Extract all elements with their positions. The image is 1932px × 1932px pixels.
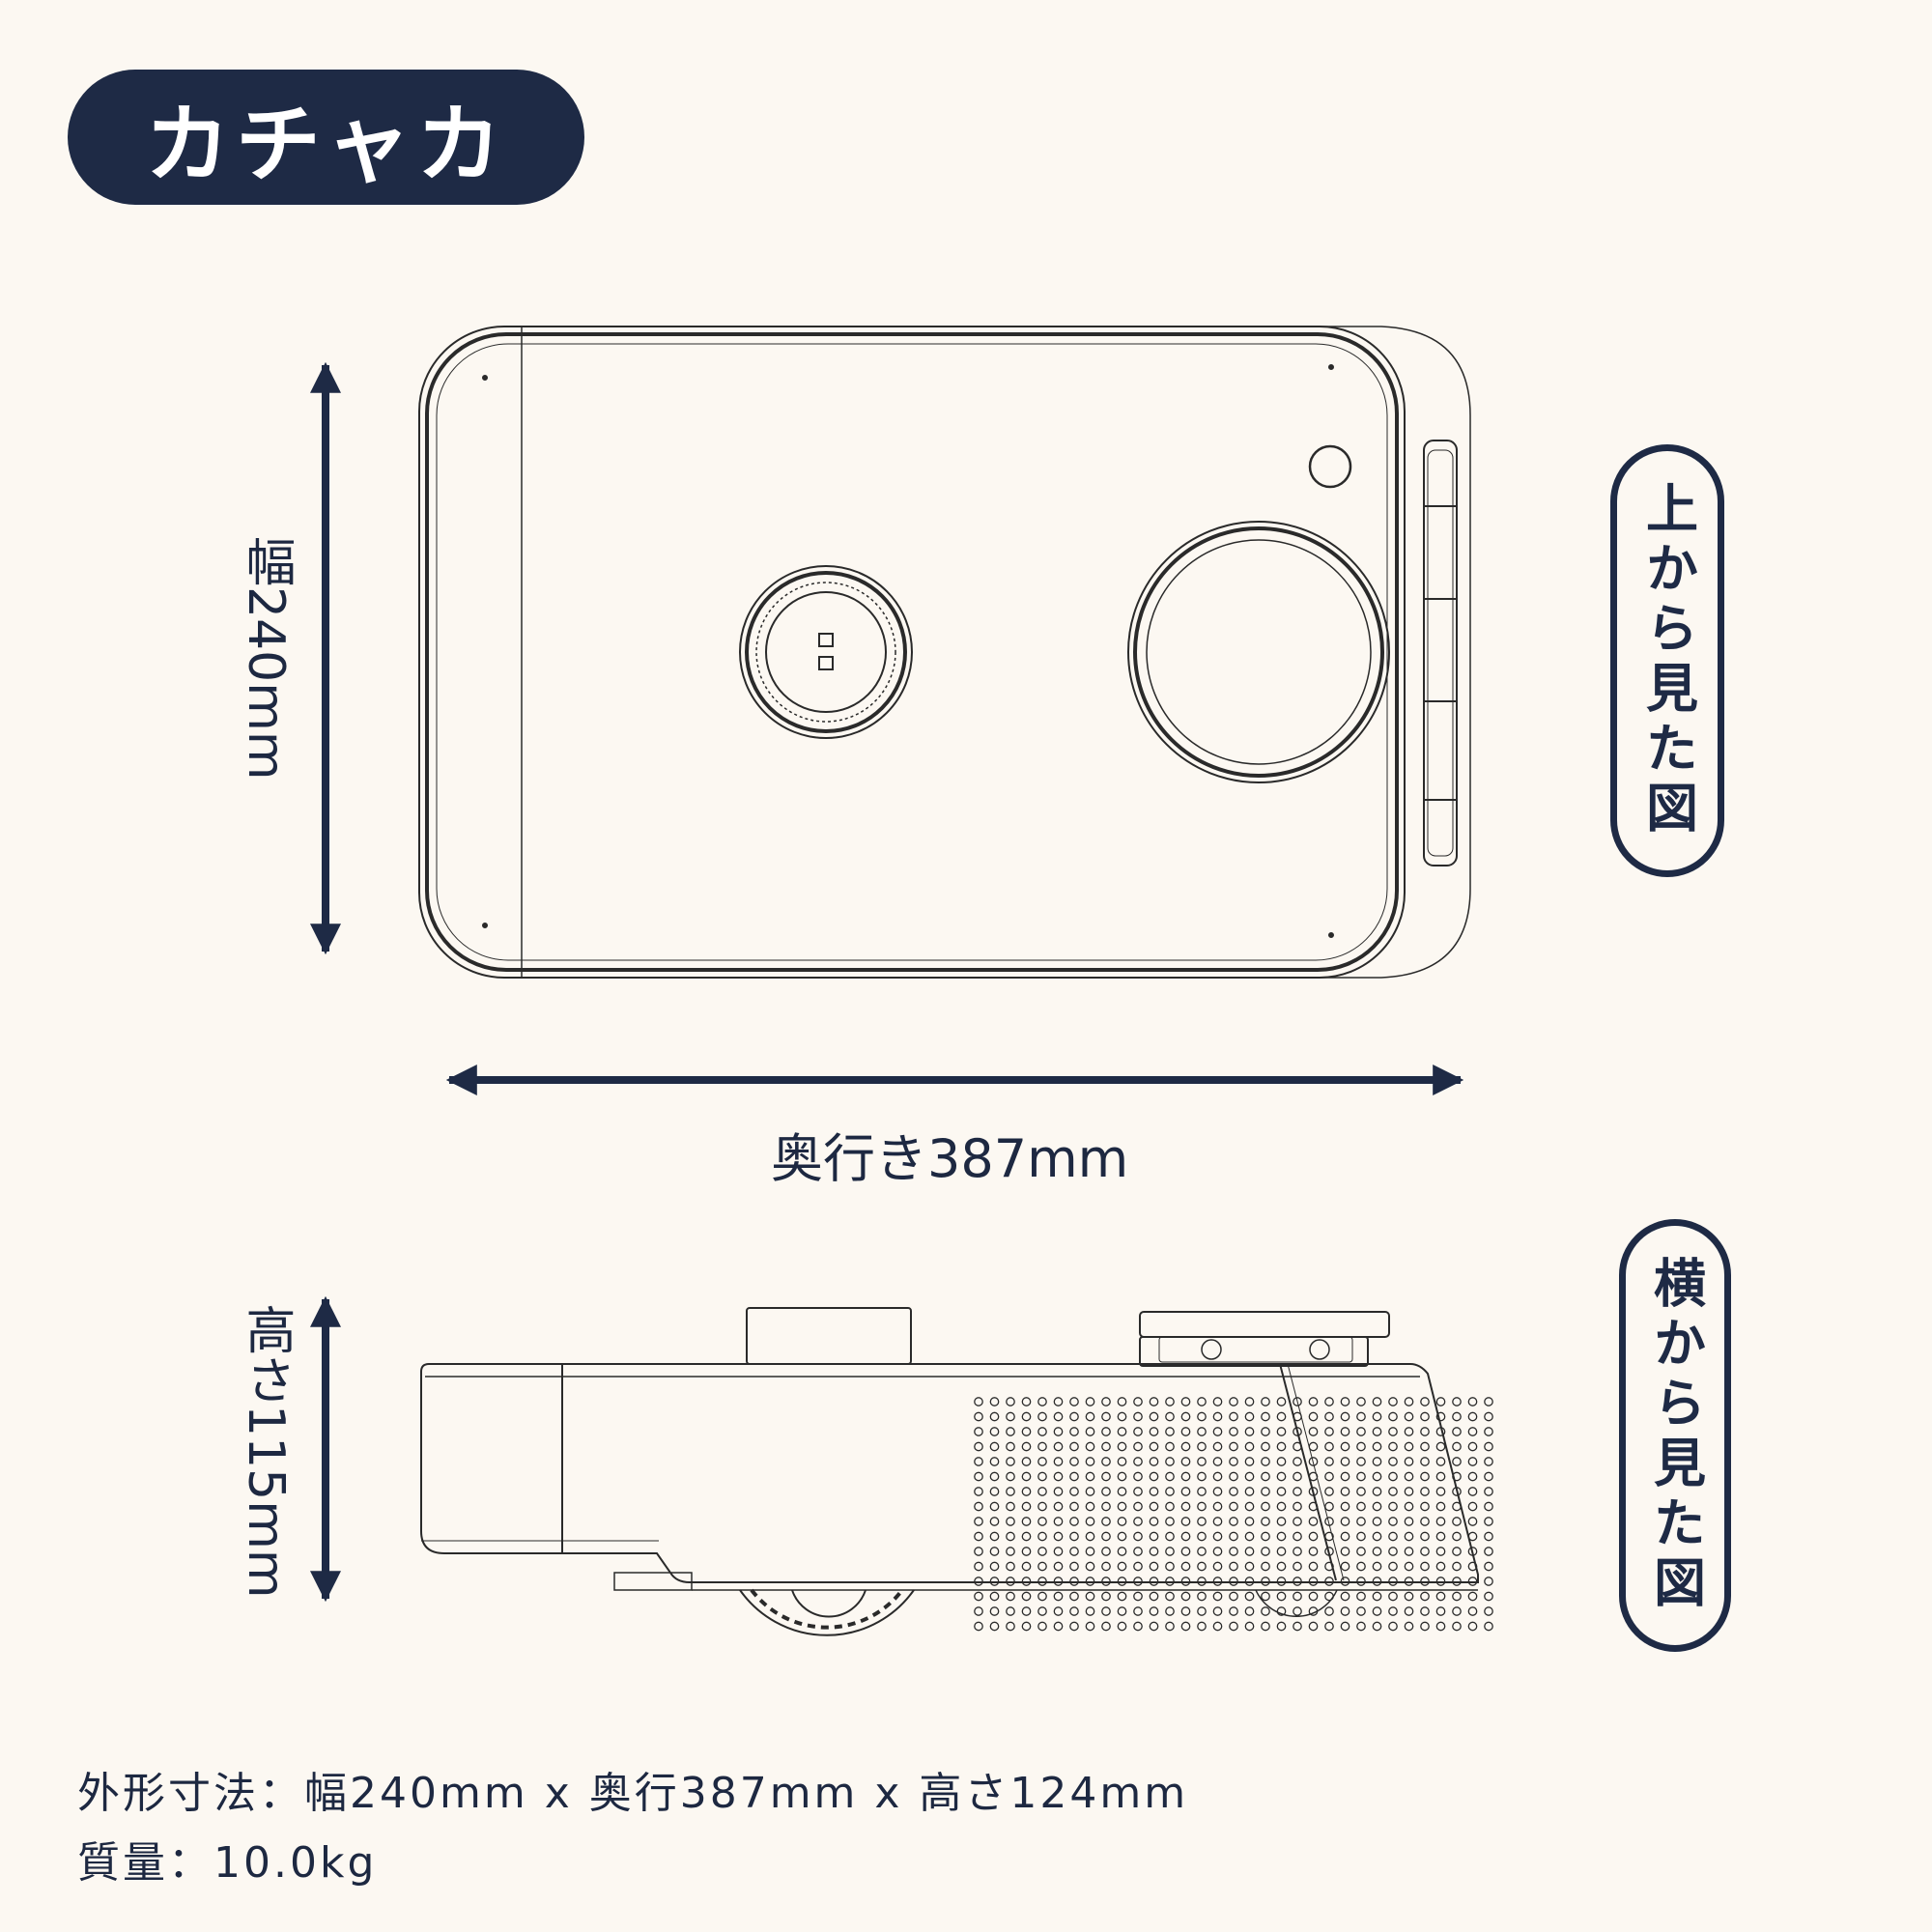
side-view-drawing <box>420 1307 1479 1636</box>
side-view-badge-text: 横から見た図 <box>1644 1256 1706 1615</box>
height-label: 高さ115mm <box>237 1304 295 1599</box>
top-view-badge-text: 上から見た図 <box>1636 481 1698 840</box>
side-view-badge: 横から見た図 <box>1619 1219 1731 1652</box>
depth-label: 奥行き387mm <box>771 1128 1129 1189</box>
spec-dimensions: 外形寸法：幅240mm x 奥行387mm x 高さ124mm <box>77 1769 1189 1818</box>
top-view-drawing <box>418 326 1471 979</box>
product-title-pill: カチャカ <box>68 70 584 205</box>
width-label: 幅240mm <box>237 536 295 781</box>
top-view-badge: 上から見た図 <box>1610 444 1724 877</box>
speaker-grid <box>974 1397 1493 1632</box>
product-title: カチャカ <box>144 94 508 194</box>
spec-weight: 質量：10.0kg <box>77 1838 378 1888</box>
